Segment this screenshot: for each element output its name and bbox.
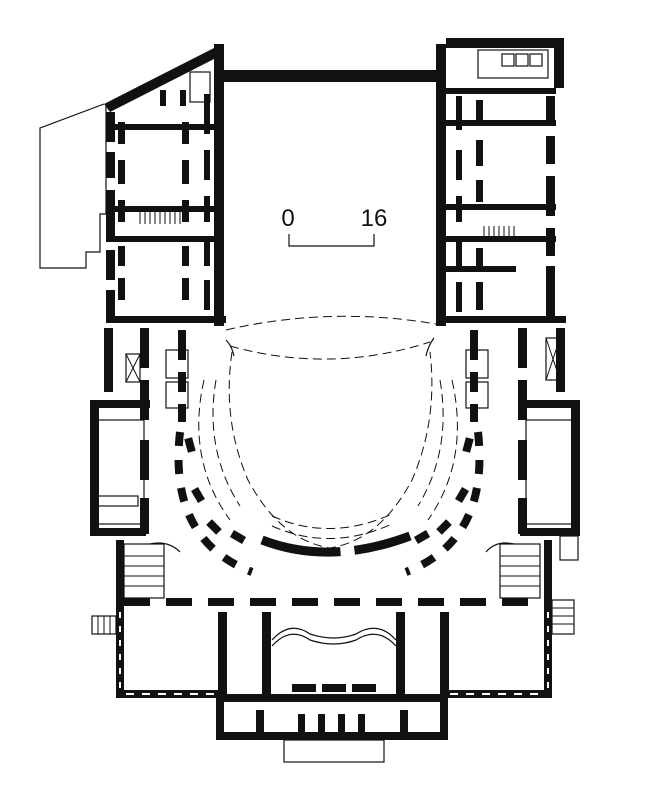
scale-end-label: 16 xyxy=(361,205,388,232)
proscenium xyxy=(225,315,437,360)
right-wing xyxy=(436,38,566,323)
stage-right-wall xyxy=(436,44,446,326)
stage-left-wall xyxy=(214,44,224,326)
left-wing-roof-wall xyxy=(104,48,216,112)
left-wing xyxy=(39,48,226,323)
scale-start-label: 0 xyxy=(281,205,294,232)
stage-back-wall xyxy=(214,70,446,82)
left-stair-hatch xyxy=(139,212,181,224)
foyer xyxy=(91,598,575,763)
lower-staircases xyxy=(116,540,552,600)
stage-house xyxy=(214,44,446,326)
auditorium xyxy=(165,330,489,576)
scale-bar-line xyxy=(288,234,375,247)
right-stair-hatch xyxy=(483,226,515,236)
side-blocks xyxy=(90,328,580,561)
scale-bar: 0 16 xyxy=(281,205,388,247)
left-annex-outline xyxy=(39,103,107,269)
